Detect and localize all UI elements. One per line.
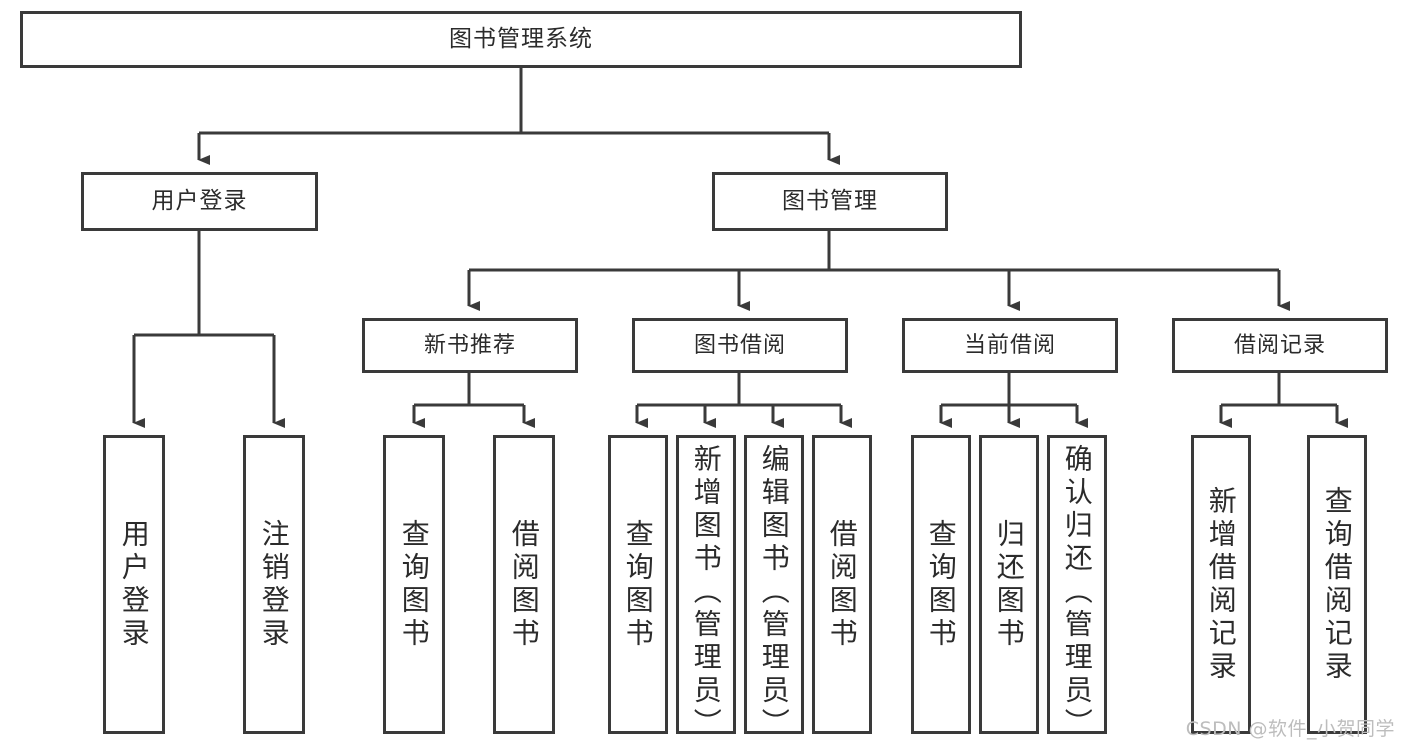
node-label: 图书管理系统 [449,26,593,53]
node-label: 确认归还（管理员） [1060,444,1094,741]
node-label: 新增借阅记录 [1204,485,1238,684]
leaf-query-book-borrow[interactable]: 查询图书 [608,435,668,734]
node-label: 新增图书（管理员） [689,444,723,741]
node-label: 用户登录 [117,518,151,651]
node-label: 查询借阅记录 [1320,485,1354,684]
node-label: 图书借阅 [693,332,786,358]
node-root-system[interactable]: 图书管理系统 [20,11,1022,68]
leaf-add-book-admin[interactable]: 新增图书（管理员） [676,435,736,741]
node-new-book-recommend[interactable]: 新书推荐 [362,318,578,373]
leaf-logout-login[interactable]: 注销登录 [243,435,305,734]
node-book-borrow[interactable]: 图书借阅 [632,318,848,373]
watermark-text: CSDN @软件_小贺同学 [1185,718,1395,740]
leaf-return-book[interactable]: 归还图书 [979,435,1039,734]
leaf-user-login[interactable]: 用户登录 [103,435,165,734]
node-label: 查询图书 [924,518,958,651]
node-label: 借阅图书 [507,518,541,651]
node-label: 新书推荐 [423,332,516,358]
node-label: 归还图书 [992,518,1026,651]
leaf-borrow-book-newbook[interactable]: 借阅图书 [493,435,555,734]
leaf-add-borrow-record[interactable]: 新增借阅记录 [1191,435,1251,734]
leaf-borrow-book[interactable]: 借阅图书 [812,435,872,734]
node-label: 用户登录 [151,188,248,215]
node-label: 查询图书 [621,518,655,651]
node-label: 借阅图书 [825,518,859,651]
node-label: 图书管理 [782,188,878,215]
node-label: 查询图书 [397,518,431,651]
node-label: 借阅记录 [1233,332,1326,358]
leaf-query-book-current[interactable]: 查询图书 [911,435,971,734]
node-user-login[interactable]: 用户登录 [81,172,318,231]
node-label: 当前借阅 [963,332,1056,358]
node-label: 注销登录 [257,518,291,651]
node-book-management[interactable]: 图书管理 [712,172,948,231]
leaf-confirm-return-admin[interactable]: 确认归还（管理员） [1047,435,1107,741]
node-label: 编辑图书（管理员） [757,444,791,741]
node-borrow-record[interactable]: 借阅记录 [1172,318,1388,373]
leaf-edit-book-admin[interactable]: 编辑图书（管理员） [744,435,804,741]
node-current-borrow[interactable]: 当前借阅 [902,318,1118,373]
leaf-query-borrow-record[interactable]: 查询借阅记录 [1307,435,1367,734]
leaf-query-book-newbook[interactable]: 查询图书 [383,435,445,734]
